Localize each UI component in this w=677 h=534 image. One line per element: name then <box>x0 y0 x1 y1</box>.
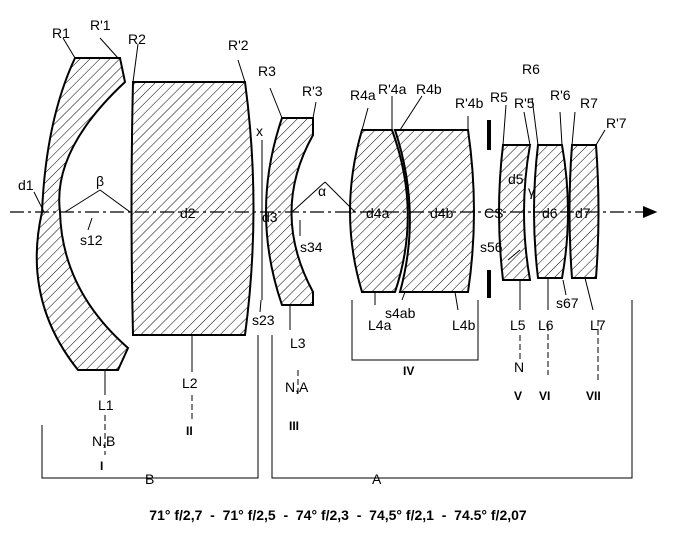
lens-L4b <box>393 129 475 293</box>
numeral-II: II <box>186 424 193 438</box>
label-L6: L6 <box>538 317 554 333</box>
numeral-III: III <box>289 419 299 433</box>
label-s56: s56 <box>480 239 503 255</box>
label-R7: R7 <box>580 95 598 111</box>
label-d4b: d4b <box>430 205 454 221</box>
lens-L5 <box>498 144 532 281</box>
leader-lines <box>33 37 606 395</box>
glass-types: N,B N,A N <box>92 359 524 449</box>
label-R5: R5 <box>490 89 508 105</box>
bracket-A <box>271 300 633 479</box>
label-R4a: R4a <box>350 87 376 103</box>
label-R4a-prime: R'4a <box>378 81 407 97</box>
bracket-label-A: A <box>372 471 382 487</box>
lens-L3 <box>265 117 314 306</box>
spacing-labels: s12 s23 s34 s4ab s56 s67 <box>80 232 579 328</box>
lens-labels: L1 L2 L3 L4a L4b L5 L6 L7 <box>98 317 606 413</box>
glass-type-L3: N,A <box>285 379 309 395</box>
surface-labels: R1 R'1 R2 R'2 R3 R'3 R4a R'4a R4b R'4b R… <box>52 17 627 131</box>
lens-L4a <box>349 129 409 293</box>
label-d2: d2 <box>180 205 196 221</box>
label-L1: L1 <box>98 397 114 413</box>
label-s67: s67 <box>556 295 579 311</box>
glass-type-L5: N <box>514 359 524 375</box>
label-s12: s12 <box>80 232 103 248</box>
label-L3: L3 <box>290 335 306 351</box>
numeral-VI: VI <box>539 389 550 403</box>
numeral-IV: IV <box>403 364 414 378</box>
label-L2: L2 <box>182 375 198 391</box>
label-R2: R2 <box>128 31 146 47</box>
label-s34: s34 <box>300 239 323 255</box>
lens-L2 <box>130 81 255 336</box>
label-R5-prime: R'5 <box>514 95 535 111</box>
thickness-labels: d1 d2 d3 d4a d4b d5 d6 d7 <box>18 171 591 225</box>
label-d7: d7 <box>575 205 591 221</box>
label-d1: d1 <box>18 177 34 193</box>
numeral-I: I <box>100 459 103 473</box>
bracket-B <box>41 335 259 479</box>
lens-L7 <box>568 144 600 279</box>
label-L7: L7 <box>590 317 606 333</box>
label-R1-prime: R'1 <box>90 17 111 33</box>
label-R6-prime: R'6 <box>550 87 571 103</box>
label-L4b: L4b <box>452 317 476 333</box>
numeral-V: V <box>514 389 522 403</box>
label-L5: L5 <box>510 317 526 333</box>
label-d4a: d4a <box>366 205 390 221</box>
label-R4b: R4b <box>416 81 442 97</box>
label-gamma: γ <box>528 183 535 199</box>
numeral-VII: VII <box>586 389 601 403</box>
label-R3-prime: R'3 <box>302 83 323 99</box>
label-R2-prime: R'2 <box>228 37 249 53</box>
bracket-IV <box>351 300 479 361</box>
label-R6: R6 <box>522 61 540 77</box>
group-numerals: I II III IV V VI VII <box>100 364 601 473</box>
label-d3: d3 <box>262 209 278 225</box>
label-R4b-prime: R'4b <box>455 95 484 111</box>
lens-L1 <box>35 57 130 371</box>
label-x: x <box>256 123 263 139</box>
label-R1: R1 <box>52 25 70 41</box>
label-CS: CS <box>484 205 503 221</box>
group-leaders <box>104 320 599 455</box>
label-R3: R3 <box>258 63 276 79</box>
glass-type-L1: N,B <box>92 433 115 449</box>
label-L4a: L4a <box>368 317 392 333</box>
label-alpha: α <box>318 183 326 199</box>
angle-labels: β α γ x CS <box>96 123 535 221</box>
label-d5: d5 <box>508 171 524 187</box>
bracket-label-B: B <box>145 471 154 487</box>
label-R7-prime: R'7 <box>606 115 627 131</box>
label-s23: s23 <box>252 312 275 328</box>
lens-L6 <box>533 144 569 279</box>
label-s4ab: s4ab <box>385 305 416 321</box>
figure-caption: 71° f/2,7 - 71° f/2,5 - 74° f/2,3 - 74,5… <box>149 507 527 523</box>
label-beta: β <box>96 173 104 189</box>
label-d6: d6 <box>542 205 558 221</box>
